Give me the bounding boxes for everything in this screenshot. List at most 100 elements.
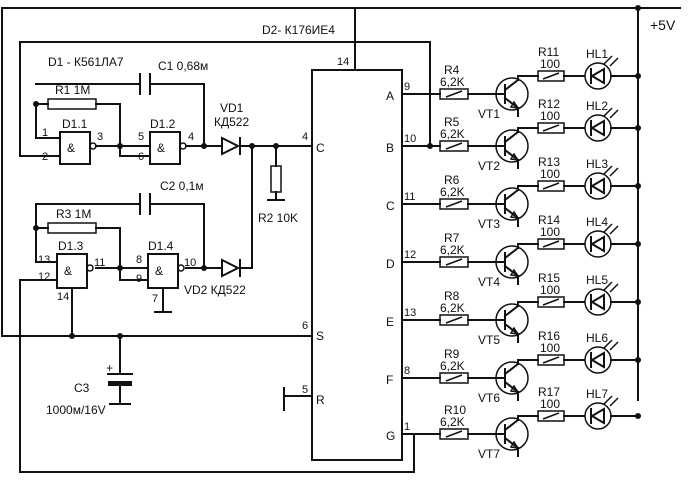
resistor-r3-body [47, 222, 97, 234]
resistor-r8-hatch [445, 316, 463, 324]
resistor-r5-hatch [445, 142, 463, 150]
resistor-r12-hatch [542, 124, 560, 132]
transistor-vt3-body [495, 187, 529, 221]
gate-d1-4-pin-ground: 7 [152, 293, 158, 305]
junction-osc1 [117, 143, 123, 149]
led-hl4-triangle [590, 235, 605, 253]
supply-to-s-wire [1, 7, 313, 337]
channel-4-supply-junction [635, 241, 641, 247]
input-c-label: C [316, 141, 325, 155]
resistor-r9-label: R9 [444, 347, 460, 361]
resistor-r2-body [270, 165, 282, 193]
counter-chip-body [311, 69, 403, 461]
channel-1-supply-junction [635, 73, 641, 79]
gate-d1-1: & D1.1 1 2 3 [42, 117, 103, 165]
input-s-label: S [316, 329, 324, 343]
resistor-r14-value: 100 [540, 225, 560, 239]
resistor-r10-hatch [445, 430, 463, 438]
led-hl3-ray-a [603, 165, 613, 175]
led-hl3-label: HL3 [586, 157, 608, 171]
channel-6-collector-wire [517, 359, 539, 365]
gate-d1-1-pin-out: 3 [97, 131, 103, 143]
gate-d1-3-bubble [86, 264, 94, 272]
resistor-r10-label: R10 [444, 403, 466, 417]
d1-1-to-d1-2-b [119, 145, 151, 157]
output-label-f: F [386, 373, 393, 387]
gate-d1-3-body [56, 253, 88, 289]
junction-r1 [33, 101, 39, 107]
gate-d1-4-pin-out: 10 [184, 257, 196, 269]
capacitor-c3-name: C3 [74, 381, 90, 395]
junction-c1 [201, 143, 207, 149]
transistor-vt3-emitter [503, 206, 520, 220]
gate-d1-3-symbol: & [64, 264, 72, 278]
transistor-vt5-collector [503, 304, 520, 318]
output-label-g: G [386, 429, 395, 443]
led-hl6-ray-b [609, 341, 619, 351]
channel-7-collector-wire [517, 415, 539, 421]
gate-d1-4-pin-a: 8 [136, 254, 142, 266]
resistor-r17-label: R17 [538, 385, 560, 399]
gate-d1-4-bubble [177, 264, 185, 272]
channel-7-supply-junction [635, 413, 641, 419]
gate-d1-4-body [147, 253, 179, 289]
resistor-r8-label: R8 [444, 289, 460, 303]
resistor-r11-value: 100 [540, 57, 560, 71]
transistor-vt2-label: VT2 [478, 159, 500, 173]
transistor-vt4-emitter [503, 264, 520, 278]
gate-d1-2-symbol: & [157, 141, 165, 155]
gate-d1-1-symbol: & [67, 141, 75, 155]
led-hl4-body [584, 230, 612, 258]
channel-6-supply-junction [635, 357, 641, 363]
gate-d1-1-pin-a: 1 [42, 127, 48, 139]
capacitor-c3: + C3 1000м/16V [46, 335, 133, 417]
resistor-r1: R1 1M [47, 83, 97, 110]
transistor-vt2-emitter [503, 148, 520, 162]
output-label-b: B [386, 141, 394, 155]
resistor-r6-hatch [445, 200, 463, 208]
transistor-vt7-arrow [509, 440, 520, 449]
resistor-r14-hatch [542, 240, 560, 248]
output-label-c: C [386, 199, 395, 213]
logic-chip-name: D1 - К561ЛА7 [48, 55, 124, 69]
transistor-vt7-emitter [503, 436, 520, 450]
gate-d1-4-name: D1.4 [148, 239, 174, 253]
supply-junction [635, 5, 641, 11]
led-hl4-label: HL4 [586, 215, 608, 229]
resistor-r12-label: R12 [538, 97, 560, 111]
transistor-vt5-emitter [503, 322, 520, 336]
resistor-r15-value: 100 [540, 283, 560, 297]
capacitor-c2: C2 0,1м [139, 179, 204, 215]
channel-3-collector-wire [517, 185, 539, 191]
c2-right-wire [149, 203, 205, 269]
resistor-r6-label: R6 [444, 173, 460, 187]
led-hl2-triangle [590, 119, 605, 137]
led-hl2-label: HL2 [586, 99, 608, 113]
gate-d1-3-pin-out: 11 [94, 257, 105, 269]
led-hl7-label: HL7 [586, 387, 608, 401]
gate-d1-1-name: D1.1 [62, 117, 88, 131]
led-hl5-triangle [590, 293, 605, 311]
led-hl2-ray-b [609, 109, 619, 119]
diode-vd1-name: VD1 [220, 101, 244, 115]
input-r-label: R [316, 393, 325, 407]
led-hl5-ray-a [603, 281, 613, 291]
transistor-vt2-arrow [509, 152, 520, 161]
output-pin-9: 9 [404, 81, 410, 93]
transistor-vt2-body [495, 129, 529, 163]
resistor-r14-label: R14 [538, 213, 560, 227]
led-hl7-body [584, 402, 612, 430]
capacitor-c3-value: 1000м/16V [46, 403, 106, 417]
gate-d1-4: & D1.4 8 9 10 7 [136, 239, 196, 305]
output-label-a: A [386, 89, 394, 103]
led-hl1-triangle [590, 67, 605, 85]
output-pin-13: 13 [404, 307, 416, 319]
led-hl3-triangle [590, 177, 605, 195]
led-hl3-body [584, 172, 612, 200]
transistor-vt3-arrow [509, 210, 520, 219]
counter-chip-name: D2- К176ИЕ4 [262, 23, 335, 37]
